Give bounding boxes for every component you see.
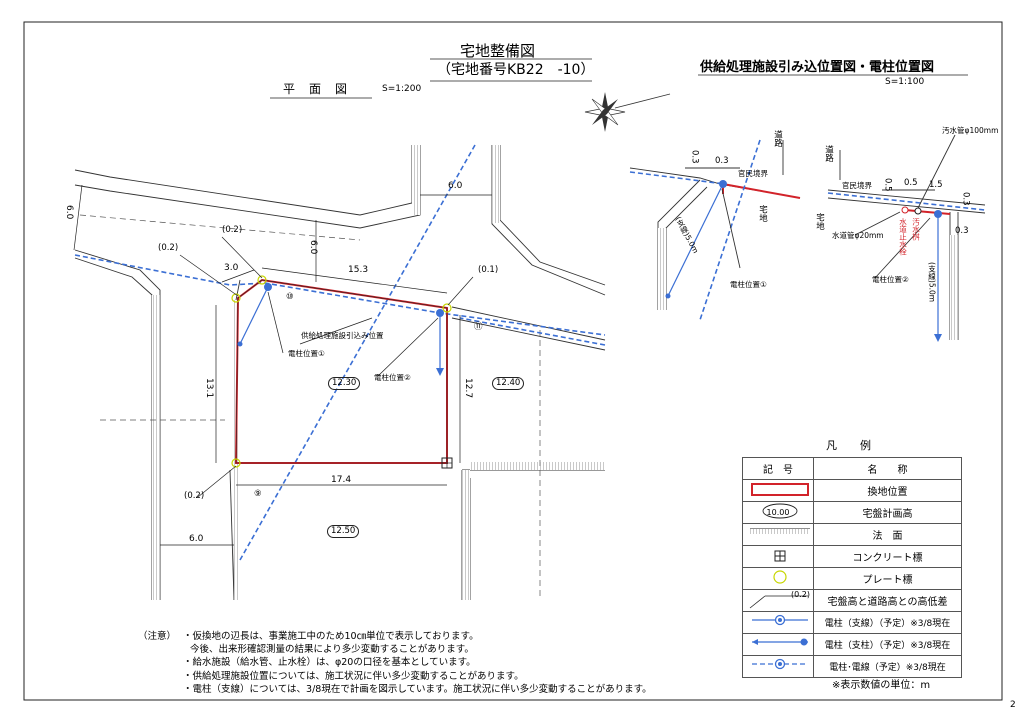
pole-markers [237,283,444,376]
supply-position-label: 供給処理施設引込み位置 [301,331,384,340]
notes-heading: （注意） [138,631,177,642]
legend-symbol-slope [742,523,814,546]
legend-symbol-diff: (0.2) [742,589,814,612]
legend-symbol-plate [742,567,814,590]
dim-road-left: 6.0 [64,205,74,220]
dim-chamfer: 3.0 [224,263,239,273]
detail2-water-pipe: 水道管φ20mm [832,231,884,240]
detail2-dim-c: 1.5 [929,180,943,190]
plan-title: 平面図 [283,82,362,96]
height-diff-left: (0.2) [158,243,179,253]
legend-name-height: 宅盤計画高 [813,501,962,524]
legend-name-plate: プレート標 [813,567,962,590]
pole1-label: 電柱位置① [288,349,325,358]
height-diff-top: (0.2) [222,225,243,235]
legend-title: 凡 例 [826,439,877,452]
drawing-subtitle: （宅地番号KB22 -10） [437,62,595,78]
dim-left-side: 13.1 [204,378,214,399]
water-plug-icon [901,206,909,214]
sewer-box-icon [914,207,922,215]
slope-hatch [152,295,160,600]
legend-symbol-lot [742,479,814,502]
dim-road-mid: 6.0 [308,240,318,255]
pole-marker-detail2 [934,210,942,218]
dim-bottom-edge: 17.4 [331,475,352,485]
lot-number-10: ⑩ [286,292,294,302]
note-1b: 今後、出来形確認測量の結果により多少変動することがあります。 [190,644,474,655]
legend-symbol-pole-wire [742,655,814,678]
detail1-site: 宅地 [757,205,768,222]
lot-outline [234,278,448,464]
legend-name-concrete: コンクリート標 [813,545,962,568]
detail1-pole: 電柱位置① [730,280,767,289]
detail2-pole: 電柱位置② [872,275,909,284]
legend-symbol-concrete [742,545,814,568]
detail1-dim-b: 0.3 [715,156,729,166]
unit-note: ※表示数値の単位：m [832,680,931,691]
legend-name-diff: 宅盤高と道路高との高低差 [813,589,962,612]
legend-symbol-pole-brace [742,611,814,634]
plate-markers [231,275,452,468]
detail1-dim-a: 0.3 [689,150,700,164]
detail2-sewer: 汚水管φ100mm [942,126,999,135]
detail1-boundary: 官民境界 [738,169,768,178]
detail2-road: 道路 [823,145,834,162]
detail-2 [827,134,986,340]
legend-header-name: 名 称 [813,457,962,480]
dimension-lines [73,184,492,546]
legend-header-symbol: 記 号 [742,457,814,480]
note-4: ・電柱（支線）については、3/8現在で計画を図示しています。施工状況に伴い多少変… [183,684,652,695]
plate-lot-right: 12.40 [492,377,525,390]
detail2-site: 宅地 [814,213,825,230]
detail2-boundary: 官民境界 [842,181,872,190]
detail2-water-plug: 水道止水栓 [898,218,908,256]
legend-symbol-height: 10.00 [742,501,814,524]
pole-marker-detail1 [719,180,727,188]
detail2-dim-d: 0.3 [960,192,971,206]
legend-name-slope: 法 面 [813,523,962,546]
sheet-frame [23,21,1003,701]
detail1-road: 道路 [772,130,783,147]
page-number: 2 [1010,700,1016,710]
lot-number-9: ⑨ [254,489,262,499]
detail2-sewer-box: 汚水桝 [911,218,921,241]
center-lines [79,214,541,600]
plan-scale: S=1:200 [382,84,422,94]
legend-symbol-pole-strut [742,633,814,656]
detail2-dim-b: 0.5 [904,178,918,188]
height-diff-bottom: (0.2) [184,491,205,501]
detail-1 [629,139,801,321]
note-3: ・供給処理施設位置については、施工状況に伴い多少変動することがあります。 [183,671,524,682]
north-arrow-icon [584,92,671,132]
dim-right-side: 12.7 [463,378,473,399]
pole2-label: 電柱位置② [374,373,411,382]
detail2-dim-e: 0.3 [955,226,969,236]
detail2-dim-a: 0.5 [882,178,893,192]
dim-top-edge: 15.3 [348,265,369,275]
legend-name-lot: 換地位置 [813,479,962,502]
lot-number-11: ⑪ [474,322,483,332]
legend-name-pole-brace: 電柱（支線）（予定）※3/8現在 [813,611,962,634]
dim-road-bottom: 6.0 [189,534,204,544]
note-1: ・仮換地の辺長は、事業施工中のため10㎝単位で表示しております。 [183,631,479,642]
note-2: ・給水施設（給水管、止水栓）は、φ20の口径を基本としています。 [183,657,476,668]
detail-scale: S=1:100 [885,77,925,87]
plate-lot-main: 12.30 [328,377,361,390]
legend-name-pole-wire: 電柱･電線（予定）※3/8現在 [813,655,962,678]
dim-road-top: 6.0 [448,181,463,191]
drawing-title: 宅地整備図 [460,42,536,60]
plate-lot-bottom: 12.50 [327,525,360,538]
detail2-brace: (支線)5.0m [927,262,937,303]
legend-name-pole-strut: 電柱（支柱）（予定）※3/8現在 [813,633,962,656]
height-diff-right: (0.1) [478,265,499,275]
detail-title: 供給処理施設引み込位置図・電柱位置図 [700,60,935,75]
